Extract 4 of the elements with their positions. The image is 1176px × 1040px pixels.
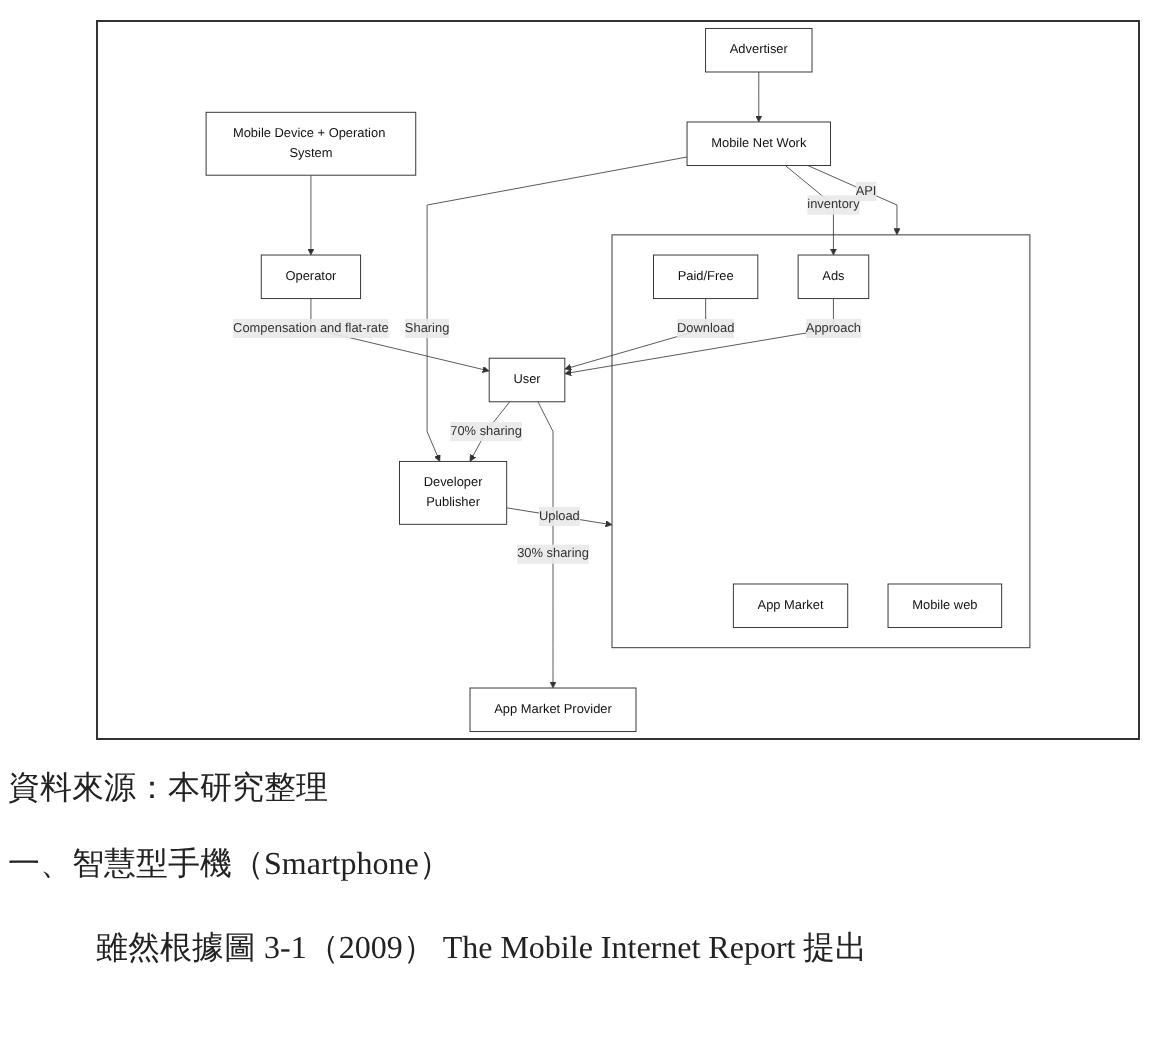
cluster <box>611 234 1031 649</box>
section-heading: 一、智慧型手機（Smartphone） <box>8 845 451 886</box>
body-text: 雖然根據圖 3-1（2009） The Mobile Internet Report 提出 <box>96 929 868 970</box>
source-caption: 資料來源：本研究整理 <box>8 769 328 810</box>
